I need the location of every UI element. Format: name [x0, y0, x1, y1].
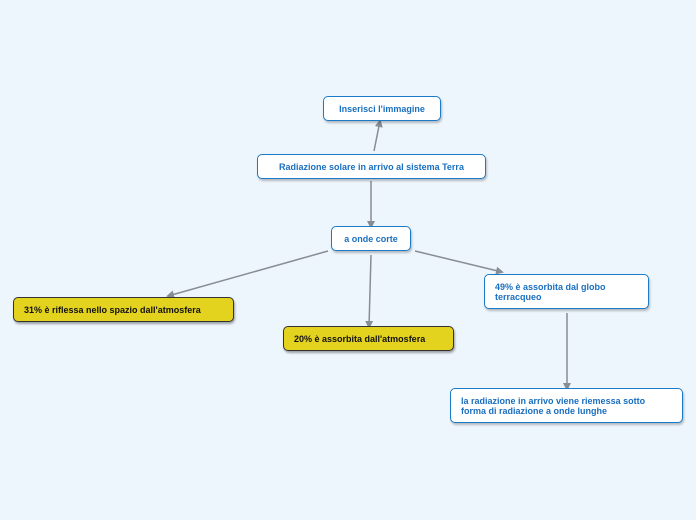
- node-absorbed-globe[interactable]: 49% è assorbita dal globo terracqueo: [484, 274, 649, 309]
- edge-short-waves-to-reflected: [166, 250, 329, 299]
- node-root[interactable]: Radiazione solare in arrivo al sistema T…: [257, 154, 486, 179]
- node-absorbed-atmosphere-label: 20% è assorbita dall'atmosfera: [294, 333, 426, 344]
- node-reflected[interactable]: 31% è riflessa nello spazio dall'atmosfe…: [13, 297, 234, 322]
- node-reflected-label: 31% è riflessa nello spazio dall'atmosfe…: [24, 304, 201, 315]
- node-short-waves-label: a onde corte: [344, 233, 398, 244]
- node-insert-image[interactable]: Inserisci l'immagine: [323, 96, 441, 121]
- node-reemitted[interactable]: la radiazione in arrivo viene riemessa s…: [450, 388, 683, 423]
- node-absorbed-globe-label: 49% è assorbita dal globo terracqueo: [495, 281, 606, 302]
- edge-short-waves-to-absorbed-atmosphere: [365, 254, 374, 329]
- edge-root-to-insert-image: [373, 119, 383, 152]
- node-short-waves[interactable]: a onde corte: [331, 226, 411, 251]
- node-absorbed-atmosphere[interactable]: 20% è assorbita dall'atmosfera: [283, 326, 454, 351]
- node-reemitted-label: la radiazione in arrivo viene riemessa s…: [461, 395, 646, 416]
- node-root-label: Radiazione solare in arrivo al sistema T…: [279, 161, 464, 172]
- node-insert-image-label: Inserisci l'immagine: [339, 103, 425, 114]
- edge-short-waves-to-absorbed-globe: [414, 250, 504, 275]
